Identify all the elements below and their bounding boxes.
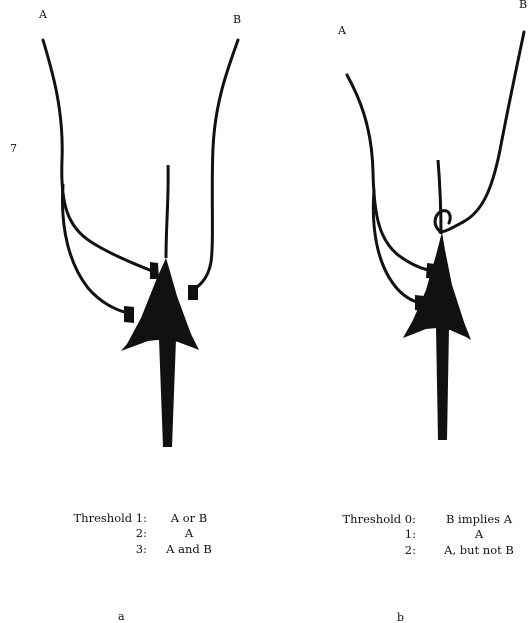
panel-b-threshold-2-function: A, but not B (443, 543, 514, 557)
panel-a-fiber-b (190, 40, 238, 292)
panel-a-threshold-2-function: A (184, 526, 194, 540)
panel-b-threshold-2-label: 2: (405, 543, 416, 557)
panel-a: A B Threshold 1: A or B 2: A 3: A and B … (38, 8, 241, 623)
panel-b-caption: b (397, 611, 404, 623)
panel-b-input-a-label: A (337, 24, 347, 37)
panel-a-neuron-body (121, 258, 199, 351)
panel-a-caption: a (118, 610, 125, 623)
panel-a-fiber-a (43, 40, 152, 271)
panel-a-threshold-2-label: 2: (136, 526, 147, 540)
panel-a-synapse-a2 (124, 306, 134, 323)
panel-a-threshold-1-label: Threshold 1: (74, 511, 148, 525)
panel-a-output-axon (159, 339, 176, 447)
panel-b-fiber-a (347, 75, 428, 270)
panel-b: A B Threshold 0: B implies A 1: A 2: A, … (337, 0, 527, 623)
panel-a-threshold-3-label: 3: (136, 542, 147, 556)
panel-b-neuron-body (403, 232, 471, 340)
panel-a-fiber-a-branch (62, 185, 128, 313)
panel-b-threshold-0-label: Threshold 0: (343, 512, 417, 526)
panel-b-synapse-a1 (426, 263, 435, 279)
panel-b-threshold-0-function: B implies A (446, 512, 513, 526)
panel-b-synapse-a2 (415, 295, 424, 311)
panel-a-threshold-1-function: A or B (170, 511, 208, 525)
panel-b-dendrite (438, 160, 441, 234)
panel-a-input-b-label: B (233, 13, 241, 26)
panel-b-threshold-1-label: 1: (405, 527, 416, 541)
panel-a-threshold-3-function: A and B (165, 542, 212, 556)
panel-b-output-axon (436, 327, 449, 440)
panel-b-input-b-label: B (519, 0, 527, 11)
panel-b-fiber-a-branch (373, 190, 417, 302)
figure-number: 7 (10, 142, 17, 155)
panel-b-threshold-1-function: A (474, 527, 484, 541)
panel-a-dendrite (166, 165, 168, 258)
panel-a-synapse-a1 (150, 262, 159, 279)
panel-a-synapse-b (188, 285, 198, 300)
panel-a-input-a-label: A (38, 8, 48, 21)
panel-b-fiber-b (440, 32, 524, 232)
